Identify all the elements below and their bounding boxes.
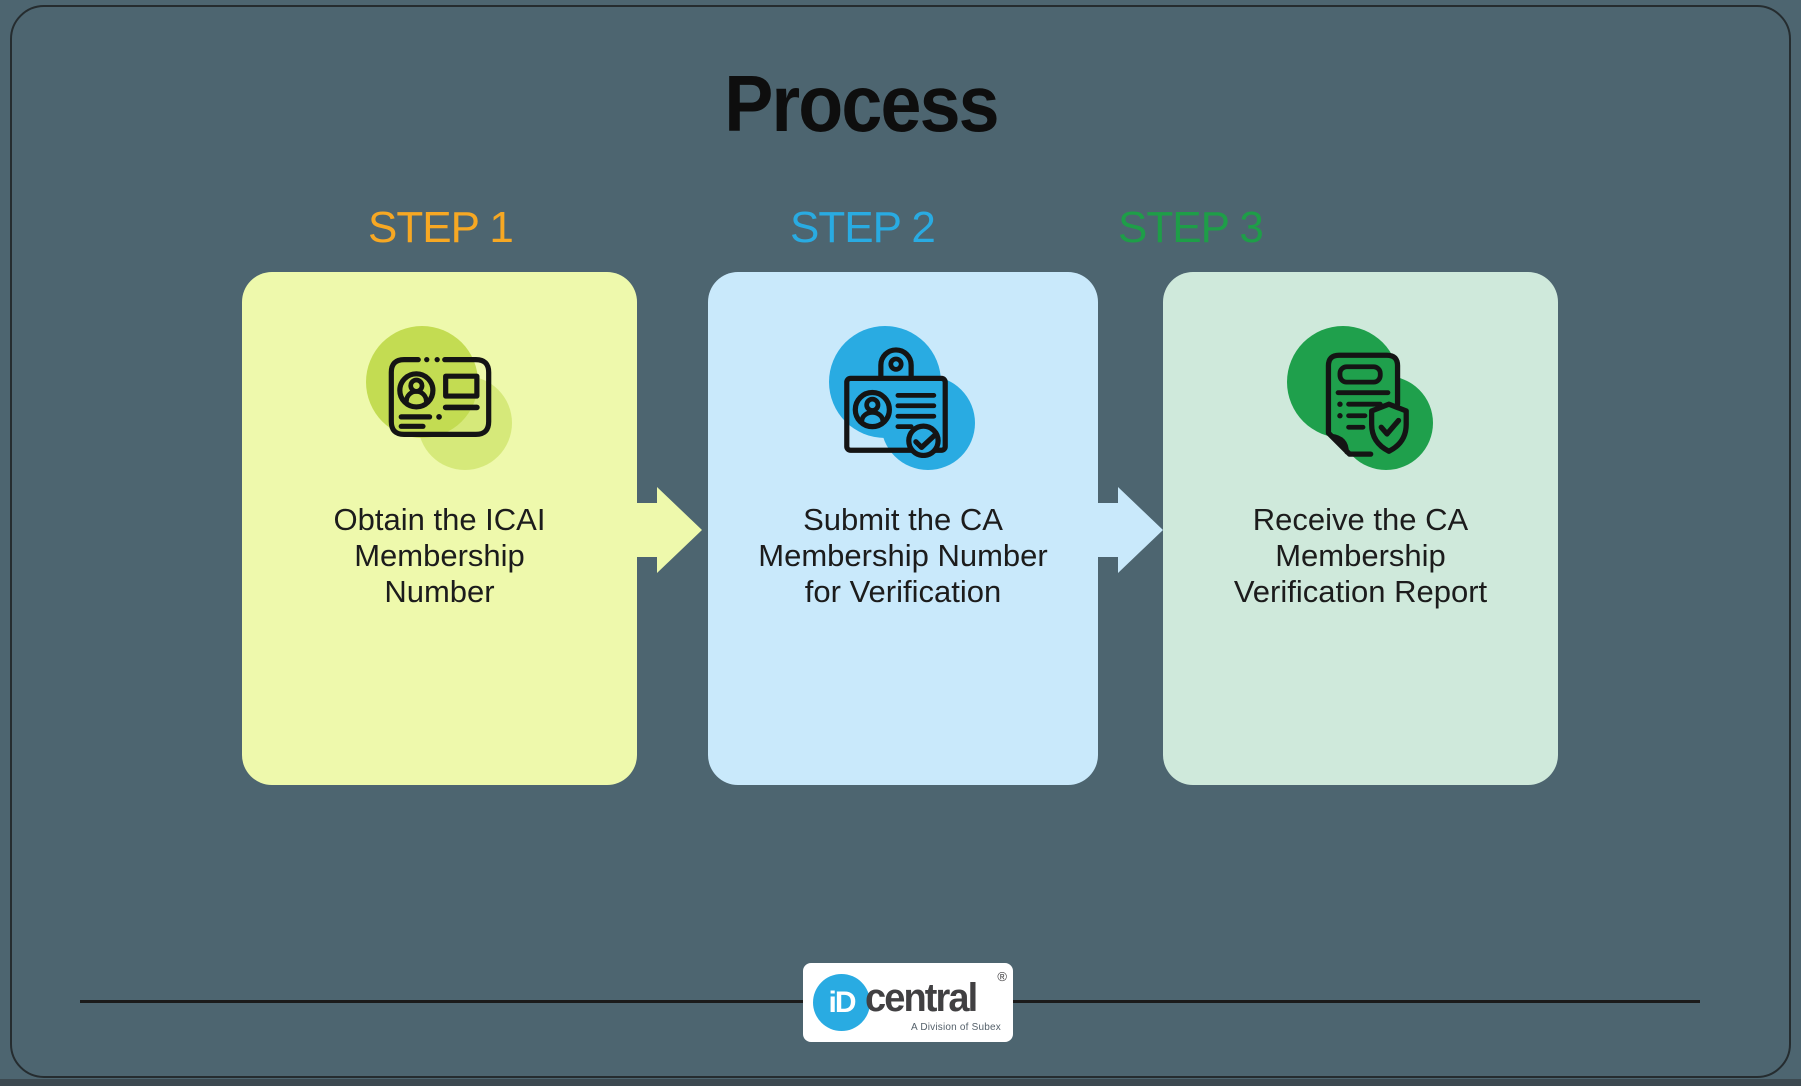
step-2-card: Submit the CA Membership Number for Veri… [708, 272, 1098, 785]
step-2-icon-area [823, 312, 983, 480]
idcentral-monogram-icon: iD [813, 974, 870, 1031]
bottom-edge [0, 1079, 1801, 1086]
logo-tagline: A Division of Subex [911, 1022, 1001, 1033]
step-1-description: Obtain the ICAI Membership Number [333, 502, 546, 609]
step-3-description: Receive the CA Membership Verification R… [1233, 502, 1488, 609]
id-badge-check-icon [844, 347, 948, 458]
document-shield-icon [1325, 352, 1409, 457]
id-card-icon [388, 357, 491, 437]
idcentral-logo: iD central ® A Division of Subex [803, 963, 1013, 1042]
step-1-label: STEP 1 [368, 203, 514, 252]
step-2-description: Submit the CA Membership Number for Veri… [758, 502, 1048, 609]
arrow-step1-to-step2 [635, 487, 702, 573]
idcentral-wordmark: central [865, 976, 978, 1020]
step-3-card: Receive the CA Membership Verification R… [1163, 272, 1558, 785]
step-1-icon-area [360, 312, 520, 480]
step-2-label: STEP 2 [790, 203, 936, 252]
step-1-card: Obtain the ICAI Membership Number [242, 272, 637, 785]
step-3-label: STEP 3 [1118, 203, 1264, 252]
arrow-step2-to-step3 [1096, 487, 1163, 573]
registered-trademark-symbol: ® [997, 969, 1007, 984]
step-3-icon-area [1281, 312, 1441, 480]
page-title: Process [724, 59, 999, 148]
